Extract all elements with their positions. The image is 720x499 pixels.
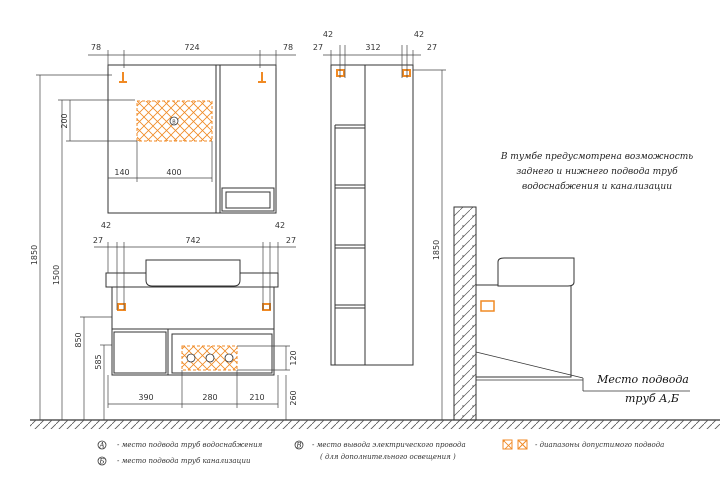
height-total: 1850: [30, 245, 39, 265]
upper-box-height: 200: [60, 113, 69, 128]
vanity-pipe-left-inner: 27: [93, 236, 103, 245]
tall-dim-lines: [323, 45, 446, 420]
side-arrow-lines: [475, 351, 690, 392]
vanity-hanger-icons: [117, 303, 271, 311]
tall-right-outer: 42: [414, 30, 424, 39]
note-line-2: заднего и нижнего подвода труб: [516, 166, 678, 177]
callout-line-1: Место подвода: [596, 373, 689, 386]
legend-item-a: А - место подвода труб водоснабжения: [97, 440, 263, 450]
sink-basin: [145, 259, 241, 287]
tall-height: 1850: [432, 240, 441, 260]
upper-hanger-icons: [119, 72, 266, 83]
vanity-bottom-left: 390: [138, 393, 153, 402]
vanity-pipe-right-inner: 27: [286, 236, 296, 245]
pipe-marker-icons: [186, 353, 234, 363]
legend-b-text: - место подвода труб канализации: [117, 457, 251, 465]
tall-width: 312: [365, 43, 380, 52]
tall-hanger-icons: [336, 69, 411, 77]
note-line-1: В тумбе предусмотрена возможность: [500, 151, 693, 162]
vanity-pipe-right-outer: 42: [275, 221, 285, 230]
height-585: 585: [94, 354, 103, 369]
tall-cabinet: [330, 64, 414, 366]
tall-right-inner: 27: [427, 43, 437, 52]
legend-a-text: - место подвода труб водоснабжения: [117, 441, 263, 449]
svg-text:В: В: [172, 120, 176, 126]
vanity-pipe-guides: [94, 242, 296, 310]
side-back-outlet-icon: [480, 300, 495, 312]
vanity-height-260: 260: [289, 390, 298, 405]
height-dimensions: [36, 74, 135, 420]
vanity-width: 742: [185, 236, 200, 245]
upper-box-dim-lines: [66, 100, 213, 182]
callout-line-2: труб А,Б: [625, 392, 679, 405]
tall-left-inner: 27: [313, 43, 323, 52]
legend-v-text-1: - место вывода электрического провода: [312, 441, 466, 449]
legend-a-letter: А: [98, 442, 104, 450]
side-wall: [453, 206, 477, 421]
vanity-height-120: 120: [289, 350, 298, 365]
note-line-3: водоснабжения и канализации: [522, 181, 672, 192]
upper-box-offset: 140: [114, 168, 129, 177]
legend-v-letter: В: [295, 442, 301, 450]
upper-top-dim-lines: [88, 50, 296, 68]
upper-side-left: 78: [91, 43, 101, 52]
vanity-bottom-right: 210: [249, 393, 264, 402]
legend-item-b: Б - место подвода труб канализации: [97, 456, 251, 466]
vanity-bottom-dim-lines: [107, 345, 290, 420]
vanity-bottom-mid: 280: [202, 393, 217, 402]
legend-item-v: В - место вывода электрического провода …: [294, 440, 466, 461]
legend-v-text-2: ( для дополнительного освещения ): [320, 453, 456, 461]
upper-width: 724: [184, 43, 199, 52]
height-850: 850: [74, 332, 83, 347]
vanity-pipe-left-outer: 42: [101, 221, 111, 230]
legend-item-range: - диапазоны допустимого подвода: [502, 439, 664, 450]
tall-left-outer: 42: [323, 30, 333, 39]
upper-box-width: 400: [166, 168, 181, 177]
upper-mirror-cabinet: [107, 64, 277, 214]
wire-outlet-icon: В: [169, 116, 179, 126]
side-vanity: [475, 257, 575, 378]
upper-side-right: 78: [283, 43, 293, 52]
floor: [30, 419, 720, 429]
legend-range-text: - диапазоны допустимого подвода: [535, 441, 664, 449]
height-1500: 1500: [52, 265, 61, 285]
legend-b-letter: Б: [98, 458, 104, 466]
